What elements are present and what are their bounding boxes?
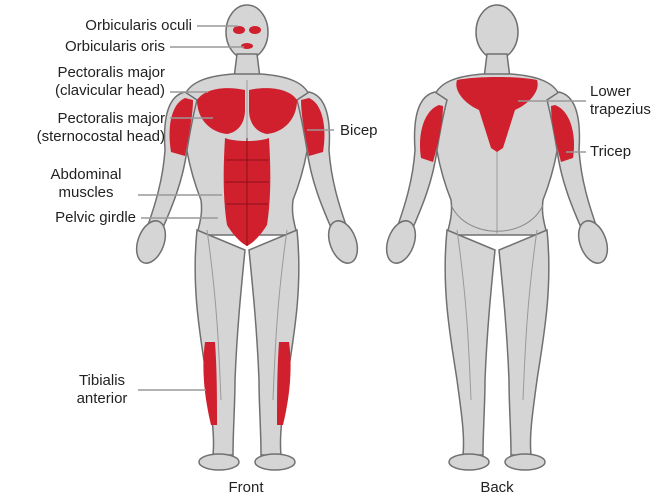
- orbicularis-oris: [241, 43, 253, 49]
- label-tricep: Tricep: [590, 143, 631, 161]
- back-figure: [381, 5, 612, 470]
- label-abdominal-line1: Abdominal: [36, 166, 136, 184]
- caption-back: Back: [457, 479, 537, 497]
- label-pectoralis-clavicular-line1: Pectoralis major: [55, 64, 165, 82]
- orbicularis-oculi-left: [233, 26, 245, 34]
- label-orbicularis-oculi: Orbicularis oculi: [85, 17, 192, 35]
- label-lower-trapezius: Lower trapezius: [590, 83, 651, 119]
- front-figure: [131, 5, 362, 470]
- label-pectoralis-sternocostal: Pectoralis major (sternocostal head): [37, 110, 165, 146]
- label-pectoralis-clavicular: Pectoralis major (clavicular head): [55, 64, 165, 100]
- orbicularis-oculi-right: [249, 26, 261, 34]
- label-tibialis-line1: Tibialis: [64, 372, 140, 390]
- label-bicep: Bicep: [340, 122, 378, 140]
- label-pelvic-girdle: Pelvic girdle: [55, 209, 136, 227]
- label-tibialis-line2: anterior: [64, 390, 140, 408]
- label-lower-trapezius-line1: Lower: [590, 83, 651, 101]
- tibialis-anterior-right: [277, 342, 291, 425]
- label-pectoralis-sternocostal-line2: (sternocostal head): [37, 128, 165, 146]
- label-pectoralis-clavicular-line2: (clavicular head): [55, 82, 165, 100]
- label-orbicularis-oris: Orbicularis oris: [65, 38, 165, 56]
- caption-front: Front: [206, 479, 286, 497]
- label-lower-trapezius-line2: trapezius: [590, 101, 651, 119]
- label-tibialis-anterior: Tibialis anterior: [64, 372, 140, 408]
- label-pectoralis-sternocostal-line1: Pectoralis major: [37, 110, 165, 128]
- tibialis-anterior-left: [203, 342, 217, 425]
- label-abdominal-muscles: Abdominal muscles: [36, 166, 136, 202]
- label-abdominal-line2: muscles: [36, 184, 136, 202]
